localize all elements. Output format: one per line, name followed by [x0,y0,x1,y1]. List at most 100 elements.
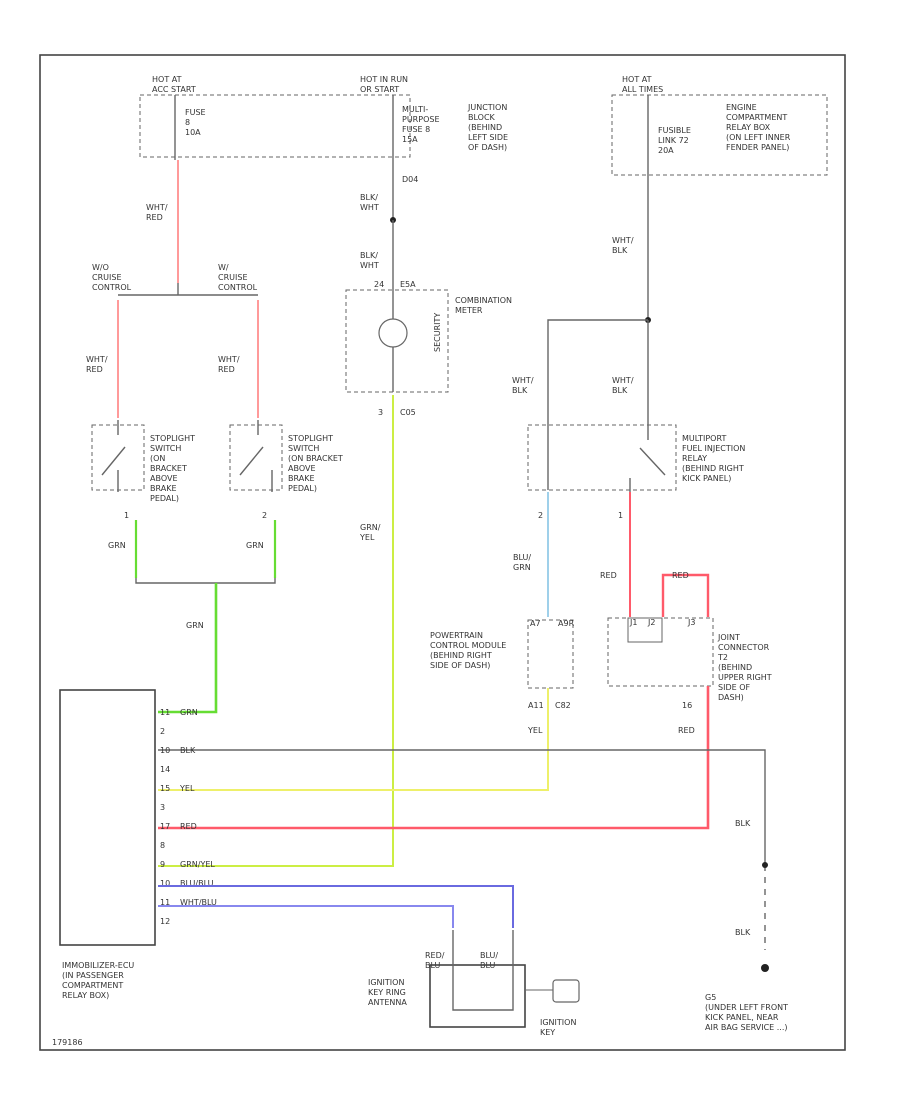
ecu-pin-number: 15 [160,784,170,793]
ecu-pin-number: 17 [160,822,170,831]
ecu-pin-number: 10 [160,746,170,755]
conn-2a: 2 [262,511,267,520]
ecu-pin-wire-label: YEL [179,784,195,793]
ignition-key-icon [525,979,580,1003]
label-wht-red-r: WHT/RED [218,355,240,374]
ecu-pin-number: 11 [160,708,170,717]
label-wht-blk-top: WHT/BLK [612,236,634,255]
conn-a11: A11 [528,701,544,710]
label-wht-red-top: WHT/RED [146,203,168,222]
ecu-pin-wire-label: BLK [180,746,196,755]
conn-1a: 1 [124,511,129,520]
label-grn-a: GRN [108,541,126,550]
diagram-frame [39,54,846,1051]
label-ant-a: RED/BLU [425,951,445,970]
wire-grn-down [158,583,218,714]
conn-j3: J3 [687,618,695,627]
ecu-pin-number: 11 [160,898,170,907]
label-red-jc: RED [678,726,695,735]
wire-blu-blu [158,885,514,928]
label-grn-yel: GRN/YEL [359,523,381,542]
conn-2b: 2 [538,511,543,520]
ecu-pin-number: 3 [160,803,165,812]
label-wht-blk-r: WHT/BLK [612,376,634,395]
conn-c82: C82 [555,701,571,710]
wire-red-jumper [661,573,710,617]
combination-meter-box [345,289,449,393]
ecu-pin-number: 2 [160,727,165,736]
connector-d04: D04 [402,175,418,184]
label-security: SECURITY [433,313,442,352]
ecu-pin-number: 14 [160,765,170,774]
wire-grn-yel [158,395,394,867]
label-wht-red-l: WHT/RED [86,355,108,374]
pgm-fi-relay-box [527,424,677,491]
ecu-pin-wire-label: GRN/YEL [180,860,215,869]
wire-red-ecu [158,686,710,830]
pcm-box [527,619,574,689]
conn-16: 16 [682,701,692,710]
label-ant-b: BLU/BLU [480,951,498,970]
label-blk-wht-2: BLK/WHT [360,251,379,270]
ecu-pin-number: 9 [160,860,165,869]
conn-3: 3 [378,408,383,417]
acc-fuse-box [139,94,411,158]
ecu-pin-wire-label: GRN [180,708,198,717]
ecu-pin-number: 12 [160,917,170,926]
wire-wht-blu [158,905,454,928]
conn-e5: E5A [400,280,416,289]
ignition-antenna-box [429,964,526,1028]
wire-yel-pcm [158,688,549,791]
label-blu-grn: BLU/GRN [513,553,531,572]
label-red-a: RED [600,571,617,580]
conn-24: 24 [374,280,384,289]
ecu-pin-wire-label: WHT/BLU [180,898,217,907]
label-grn-c: GRN [186,621,204,630]
label-wht-blk-l: WHT/BLK [512,376,534,395]
stoplight-switch-box-2 [229,424,283,491]
conn-j2: J2 [647,618,655,627]
conn-j1: J1 [629,618,637,627]
label-blk-g2: BLK [735,928,751,937]
ecu-pin-wire-label: RED [180,822,197,831]
meter-indicator-icon [378,318,408,348]
conn-a7: A7 [530,619,541,628]
ecu-pin-number: 10 [160,879,170,888]
label-blk-g1: BLK [735,819,751,828]
label-grn-b: GRN [246,541,264,550]
ecu-pin-wire-label: BLU/BLU [180,879,214,888]
label-red-b: RED [672,571,689,580]
immobilizer-ecu [59,689,156,946]
label-blk-wht-1: BLK/WHT [360,193,379,212]
joint-connector-box [607,617,714,687]
wire-blk-ground [158,749,766,865]
conn-c05: C05 [400,408,416,417]
engine-relay-box [611,94,828,176]
conn-a9: A9R [558,619,575,628]
ecu-pin-number: 8 [160,841,165,850]
conn-1b: 1 [618,511,623,520]
label-yel-pcm: YEL [527,726,543,735]
